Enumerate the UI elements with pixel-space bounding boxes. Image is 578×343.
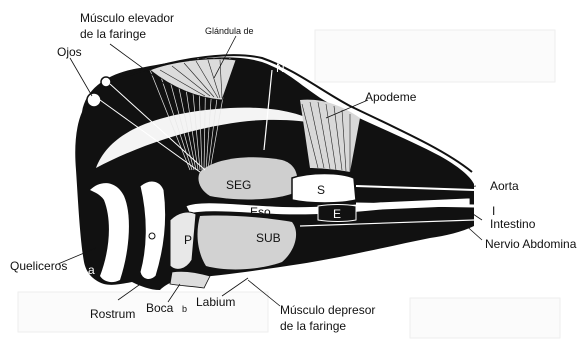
label-boca: Boca xyxy=(146,301,174,315)
label-musculo-depresor-2: de la faringe xyxy=(280,319,346,333)
intestine-line xyxy=(356,204,474,206)
label-ojos: Ojos xyxy=(57,45,82,59)
label-sub: SUB xyxy=(256,231,281,245)
pharynx xyxy=(170,212,196,269)
label-p: P xyxy=(184,233,192,247)
sub-ganglion xyxy=(198,215,297,269)
label-labium: Labium xyxy=(196,295,235,309)
label-apodeme: Apodeme xyxy=(365,90,417,104)
rostrum-dot xyxy=(149,233,155,239)
label-b: b xyxy=(182,304,187,314)
label-musculo-elevador-2: de la faringe xyxy=(80,27,146,41)
label-seg: SEG xyxy=(226,178,251,192)
label-nervio-abdominal: Nervio Abdomina xyxy=(485,237,577,251)
label-a: a xyxy=(88,263,95,277)
label-intestino: Intestino xyxy=(490,217,536,231)
eye-2 xyxy=(101,77,111,87)
label-musculo-depresor-1: Músculo depresor xyxy=(280,303,375,317)
label-aorta: Aorta xyxy=(490,179,519,193)
label-musculo-elevador-1: Músculo elevador xyxy=(80,11,174,25)
label-i: I xyxy=(492,204,495,218)
eye-1 xyxy=(87,93,101,107)
label-queliceros: Queliceros xyxy=(10,259,67,273)
label-s: S xyxy=(317,183,325,197)
apodeme-muscle xyxy=(300,100,360,172)
label-e: E xyxy=(333,207,341,221)
label-eso: Eso xyxy=(250,205,271,219)
label-nerve-n: N xyxy=(276,61,285,75)
label-rostrum: Rostrum xyxy=(90,307,135,321)
label-glandula: Glándula de xyxy=(205,26,254,36)
